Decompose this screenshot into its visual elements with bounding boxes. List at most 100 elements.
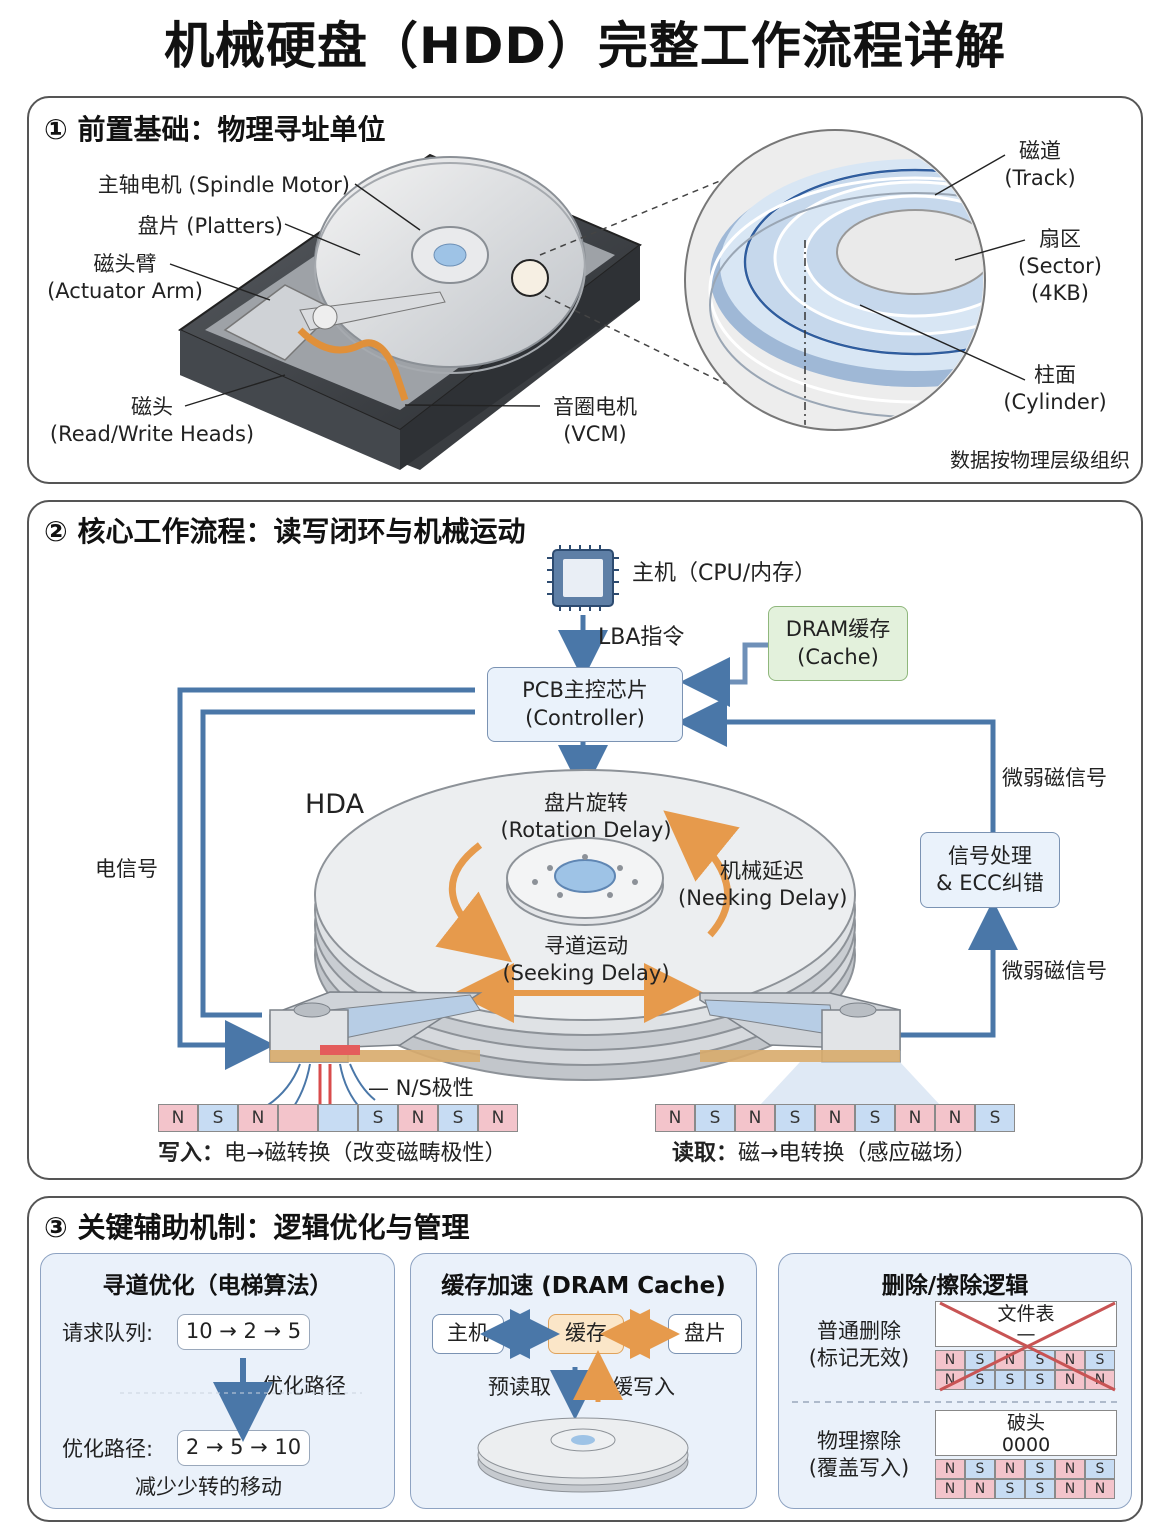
domain-cell: S	[975, 1104, 1015, 1132]
physical-erase-line1: 物理擦除	[817, 1429, 901, 1453]
seek-en: (Seeking Delay)	[502, 960, 670, 985]
domain-cell: N	[935, 1479, 965, 1499]
erase-title: 删除/擦除逻辑	[881, 1273, 1029, 1299]
mechanical-delay-label: 机械延迟 (Neeking Delay)	[678, 858, 848, 912]
domain-cell: N	[1055, 1479, 1085, 1499]
label-vcm-cn: 音圈电机	[553, 395, 637, 419]
optimized-path-arrow-label: 优化路径	[262, 1374, 346, 1398]
cache-title: 缓存加速 (DRAM Cache)	[441, 1273, 726, 1299]
seek-cn: 寻道运动	[544, 934, 628, 958]
write-head-assembly	[269, 991, 483, 1063]
domain-cell: S	[775, 1104, 815, 1132]
dram-cache-box: DRAM缓存 (Cache)	[768, 606, 908, 681]
mech-cn: 机械延迟	[720, 859, 804, 883]
physical-erase-line2: (覆盖写入)	[808, 1455, 910, 1480]
host-label: 主机（CPU/内存）	[632, 561, 817, 586]
label-vcm-en: (VCM)	[563, 421, 627, 446]
read-caption: 读取：磁→电转换（感应磁场）	[672, 1140, 976, 1168]
label-sector-size: (4KB)	[1031, 280, 1089, 305]
domain-cell: N	[995, 1459, 1025, 1479]
domain-cell: N	[398, 1104, 438, 1132]
rotation-delay-label: 盘片旋转 (Rotation Delay)	[486, 790, 686, 844]
label-cylinder-en: (Cylinder)	[1003, 389, 1107, 414]
broken-label: 破头	[1006, 1412, 1045, 1434]
domain-cell: N	[935, 1459, 965, 1479]
label-cylinder: 柱面 (Cylinder)	[995, 362, 1115, 416]
ns-polarity-label: — N/S极性	[368, 1076, 474, 1100]
file-table-dash: —	[1016, 1323, 1036, 1345]
domain-cell: S	[995, 1370, 1025, 1390]
normal-delete-row1: N S N S N S	[935, 1350, 1115, 1370]
read-domain-strip: N S N S N S N N S	[655, 1104, 1015, 1132]
weak-signal-top-label: 微弱磁信号	[1002, 766, 1107, 790]
domain-cell: S	[995, 1479, 1025, 1499]
seeking-delay-label: 寻道运动 (Seeking Delay)	[486, 933, 686, 987]
domain-cell: N	[1085, 1479, 1115, 1499]
file-table-label: 文件表	[997, 1303, 1055, 1325]
zeros-label: 0000	[1001, 1434, 1051, 1456]
domain-cell: S	[198, 1104, 238, 1132]
dram-line1: DRAM缓存	[785, 617, 891, 642]
label-track: 磁道 (Track)	[995, 138, 1085, 192]
normal-delete-line1: 普通删除	[817, 1319, 901, 1343]
weak-signal-bottom-label: 微弱磁信号	[1002, 959, 1107, 983]
domain-cell: S	[695, 1104, 735, 1132]
cache-disk-box: 盘片	[668, 1314, 742, 1354]
section1-caption: 数据按物理层级组织	[950, 448, 1130, 472]
pcb-line1: PCB主控芯片	[522, 678, 648, 703]
domain-cell: S	[1025, 1479, 1055, 1499]
domain-cell: N	[895, 1104, 935, 1132]
domain-cell: S	[1085, 1350, 1115, 1370]
label-vcm: 音圈电机 (VCM)	[540, 394, 650, 448]
label-heads-cn: 磁头	[131, 395, 173, 419]
domain-cell: S	[965, 1459, 995, 1479]
write-caption-bold: 写入：	[158, 1141, 225, 1166]
seek-opt-note: 减少少转的移动	[135, 1475, 282, 1499]
write-domain-strip: N S N S N S N	[158, 1104, 518, 1132]
domain-cell: N	[815, 1104, 855, 1132]
pcb-controller-box: PCB主控芯片 (Controller)	[487, 667, 683, 742]
electric-signal-label: 电信号	[95, 857, 158, 881]
label-heads-en: (Read/Write Heads)	[49, 421, 255, 446]
request-queue-box: 10 → 2 → 5	[177, 1314, 310, 1350]
label-cylinder-cn: 柱面	[1034, 363, 1076, 387]
signal-processing-ecc-box: 信号处理 & ECC纠错	[920, 832, 1060, 908]
domain-cell: N	[238, 1104, 278, 1132]
physical-erase-row2: N N S S N N	[935, 1479, 1115, 1499]
normal-delete-label: 普通删除 (标记无效)	[800, 1318, 918, 1372]
read-caption-bold: 读取：	[672, 1141, 739, 1166]
domain-cell: S	[358, 1104, 398, 1132]
read-caption-text: 磁→电转换（感应磁场）	[738, 1141, 977, 1166]
domain-cell: N	[655, 1104, 695, 1132]
domain-cell: S	[438, 1104, 478, 1132]
rotation-en: (Rotation Delay)	[500, 817, 672, 842]
label-heads: 磁头 (Read/Write Heads)	[42, 394, 262, 448]
seek-opt-title: 寻道优化（电梯算法）	[102, 1273, 333, 1299]
domain-cell	[278, 1104, 318, 1132]
section1-title: ① 前置基础：物理寻址单位	[44, 113, 386, 146]
label-platters: 盘片 (Platters)	[137, 214, 283, 238]
mech-en: (Neeking Delay)	[678, 885, 848, 910]
domain-cell: S	[1085, 1459, 1115, 1479]
domain-cell: N	[478, 1104, 518, 1132]
prefetch-label: 预读取	[488, 1375, 551, 1399]
read-head-assembly	[699, 992, 940, 1105]
domain-cell: S	[1025, 1459, 1055, 1479]
domain-cell: N	[1055, 1370, 1085, 1390]
erase-header-box: 破头 0000	[935, 1410, 1117, 1456]
label-actuator-arm-cn: 磁头臂	[93, 252, 157, 276]
normal-delete-line2: (标记无效)	[808, 1345, 910, 1370]
label-actuator-arm-en: (Actuator Arm)	[47, 278, 203, 303]
domain-cell: N	[735, 1104, 775, 1132]
domain-cell	[318, 1104, 358, 1132]
label-track-en: (Track)	[1004, 165, 1076, 190]
domain-cell: N	[995, 1350, 1025, 1370]
signal-line1: 信号处理	[948, 843, 1032, 868]
zoom-disk-detail	[684, 129, 986, 431]
label-sector: 扇区 (Sector) (4KB)	[1010, 226, 1110, 307]
cpu-chip-icon	[547, 545, 619, 611]
pcb-line2: (Controller)	[525, 705, 645, 730]
physical-erase-row1: N S N S N S	[935, 1459, 1115, 1479]
section2-title: ② 核心工作流程：读写闭环与机械运动	[44, 515, 526, 548]
